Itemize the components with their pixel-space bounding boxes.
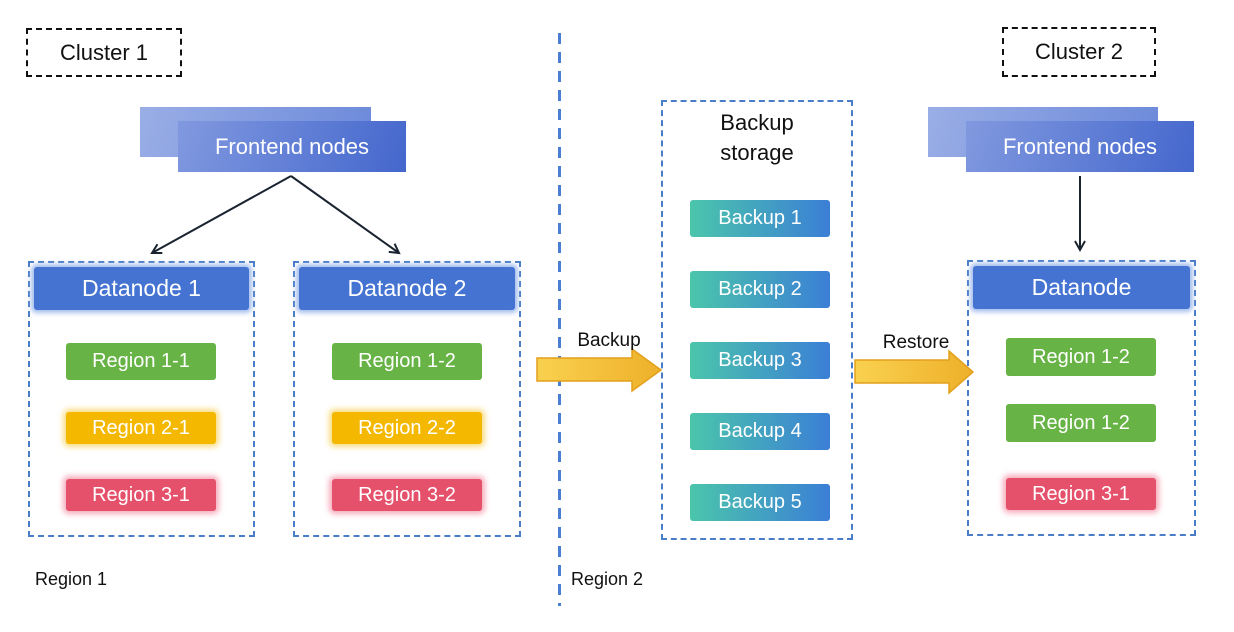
- cluster1-label: Cluster 1: [59, 39, 149, 65]
- backup-label: Backup 2: [718, 278, 802, 300]
- region-label: Region 2-2: [358, 416, 456, 439]
- cluster1-frontend-nodes-box: Frontend nodes: [178, 121, 406, 172]
- cluster2-region-3: Region 3-1: [1006, 478, 1156, 510]
- backup-item-5: Backup 5: [690, 484, 830, 521]
- restore-flow-arrow-icon: [854, 349, 975, 395]
- region-label: Region 1-2: [358, 350, 456, 372]
- zone-region1-label: Region 1: [35, 569, 108, 589]
- datanode2-header: Datanode 2: [299, 267, 515, 310]
- datanode1-region-1: Region 1-1: [66, 343, 216, 380]
- backup-item-3: Backup 3: [690, 342, 830, 379]
- datanode2-region-1: Region 1-2: [332, 343, 482, 380]
- cluster2-datanode-header: Datanode: [973, 266, 1190, 309]
- region-label: Region 2-1: [92, 416, 190, 439]
- cluster2-label: Cluster 2: [1034, 39, 1124, 64]
- region-label: Region 3-1: [92, 483, 190, 506]
- frontend-to-datanode2-arrow-icon: [290, 175, 401, 255]
- backup-label: Backup 4: [718, 420, 802, 442]
- cluster2-frontend-nodes-box: Frontend nodes: [966, 121, 1194, 172]
- datanode2-region-3: Region 3-2: [332, 479, 482, 511]
- backup-item-4: Backup 4: [690, 413, 830, 450]
- datanode1-region-3: Region 3-1: [66, 479, 216, 511]
- datanode1-region-2: Region 2-1: [66, 412, 216, 444]
- backup-storage-box: [661, 100, 853, 540]
- backup-flow-label: Backup: [577, 330, 641, 351]
- backup-item-2: Backup 2: [690, 271, 830, 308]
- region-label: Region 1-1: [92, 350, 190, 372]
- frontend-to-datanode1-arrow-icon: [150, 175, 292, 255]
- region-label: Region 1-2: [1032, 345, 1130, 368]
- cluster2-datanode-box: [967, 260, 1196, 536]
- cluster2-region-2: Region 1-2: [1006, 404, 1156, 442]
- datanode1-header: Datanode 1: [34, 267, 249, 310]
- backup-label: Backup 1: [718, 207, 802, 229]
- region-label: Region 3-1: [1032, 482, 1130, 505]
- backup-item-1: Backup 1: [690, 200, 830, 237]
- datanode1-box: [28, 261, 255, 537]
- zone-region2-label: Region 2: [571, 569, 644, 589]
- datanode2-box: [293, 261, 521, 537]
- datanode1-title: Datanode 1: [82, 275, 201, 301]
- cluster2-label-box: Cluster 2: [1002, 27, 1156, 77]
- datanode2-region-2: Region 2-2: [332, 412, 482, 444]
- cluster2-region-1: Region 1-2: [1006, 338, 1156, 376]
- restore-flow-label: Restore: [882, 332, 950, 353]
- region-label: Region 3-2: [358, 483, 456, 506]
- cluster1-label-box: Cluster 1: [26, 28, 182, 77]
- datanode2-title: Datanode 2: [347, 275, 467, 301]
- region-label: Region 1-2: [1032, 411, 1130, 434]
- cluster1-frontend-label: Frontend nodes: [214, 133, 370, 159]
- cluster2-frontend-label: Frontend nodes: [1002, 133, 1158, 159]
- backup-flow-arrow-icon: [536, 347, 663, 393]
- backup-label: Backup 3: [718, 349, 802, 371]
- cluster2-datanode-title: Datanode: [1031, 274, 1132, 300]
- backup-storage-title: Backup storage: [720, 110, 794, 165]
- backup-label: Backup 5: [718, 491, 802, 513]
